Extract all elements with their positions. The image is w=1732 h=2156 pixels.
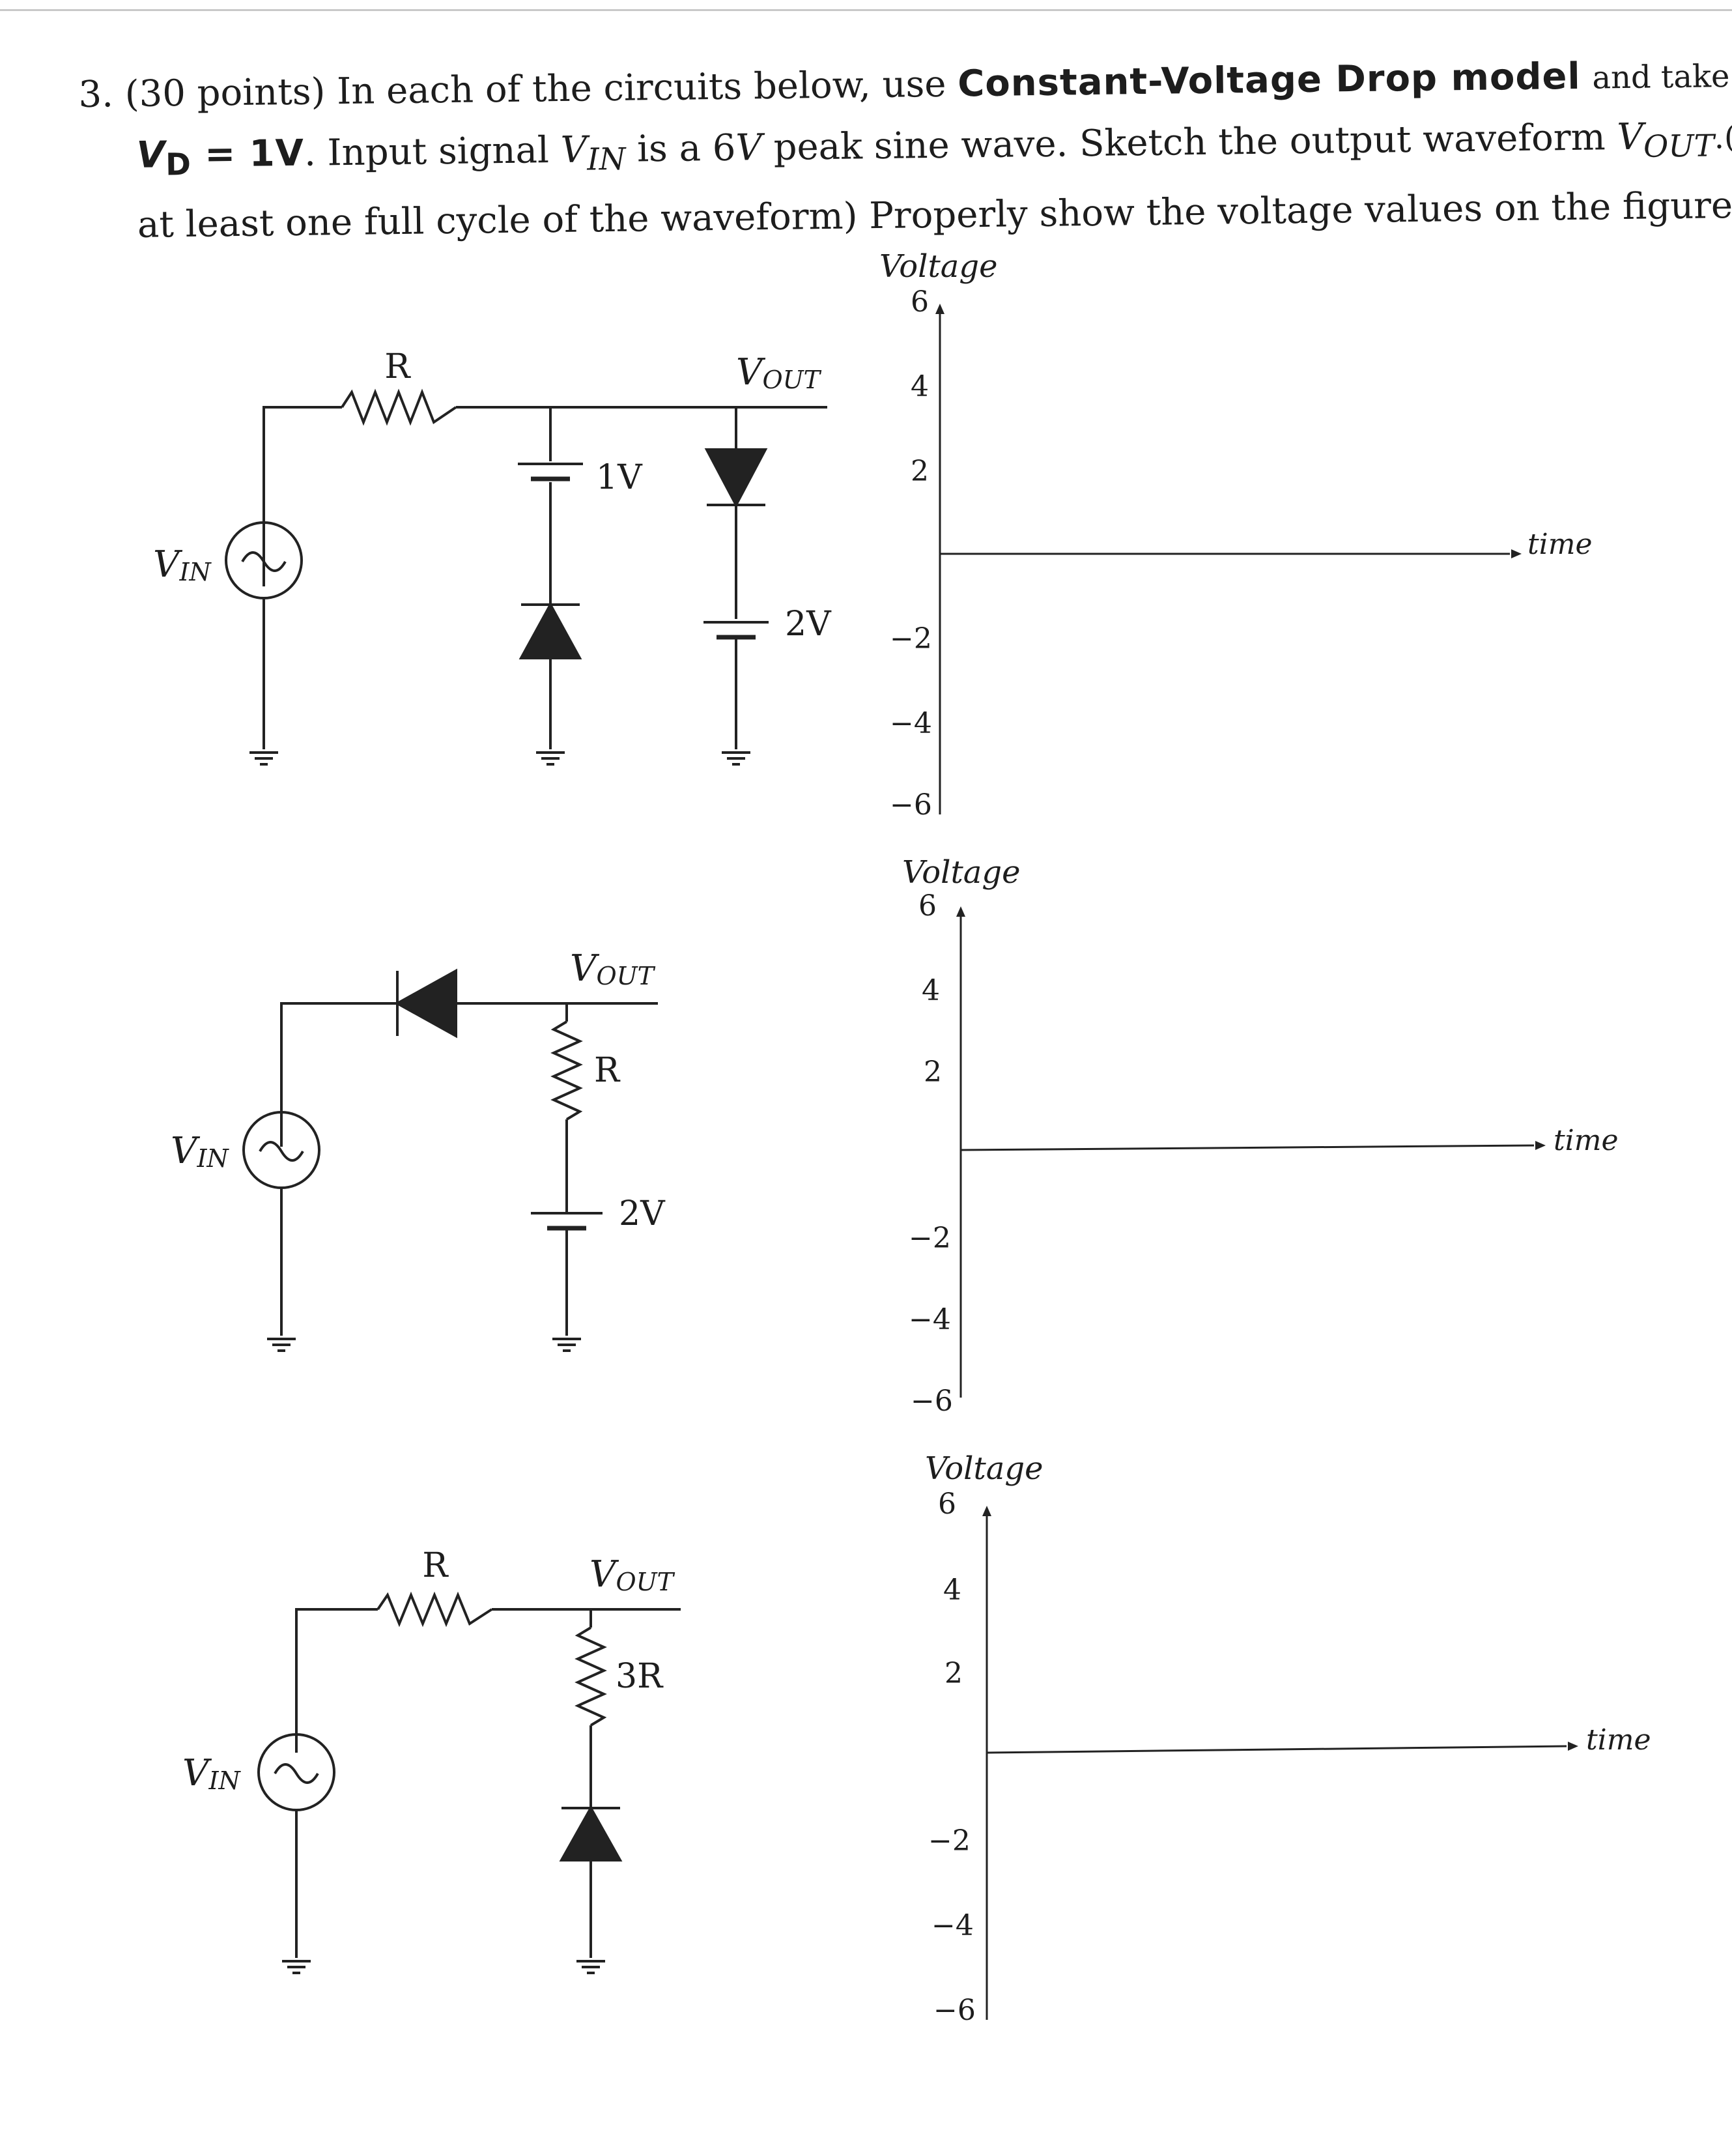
resistor bbox=[575, 1626, 607, 1727]
diode-icon bbox=[394, 968, 457, 1039]
voltage-graph-1: Voltage time 6 4 2 −2 −4 −6 bbox=[879, 248, 1593, 822]
tick-label: −6 bbox=[911, 1385, 953, 1418]
resistor-label: R bbox=[384, 347, 411, 386]
battery-label: 1V bbox=[596, 458, 643, 497]
sine-icon bbox=[274, 1763, 319, 1784]
ground-icon bbox=[266, 1338, 297, 1352]
tick-label: 2 bbox=[944, 1657, 963, 1690]
tick-label: −6 bbox=[890, 788, 932, 822]
y-axis-label: Voltage bbox=[925, 1450, 1043, 1487]
tick-label: −2 bbox=[890, 622, 932, 655]
ground-icon bbox=[281, 1960, 312, 1974]
circuit-3 bbox=[257, 1591, 681, 1974]
page-top-rule bbox=[0, 9, 1732, 11]
ground-icon bbox=[535, 751, 566, 766]
x-axis-label: time bbox=[1554, 1124, 1619, 1157]
y-axis-label: Voltage bbox=[879, 248, 998, 285]
diode-icon bbox=[559, 1805, 623, 1861]
wire bbox=[263, 406, 342, 586]
tick-label: −4 bbox=[931, 1909, 974, 1942]
arrow-icon bbox=[982, 1506, 991, 1516]
vin-label: VIN bbox=[182, 1752, 241, 1795]
sine-icon bbox=[241, 551, 287, 572]
resistor-label: 3R bbox=[616, 1657, 664, 1696]
tick-label: −4 bbox=[909, 1303, 951, 1336]
diode-icon bbox=[518, 601, 582, 659]
tick-label: 4 bbox=[922, 974, 940, 1007]
ground-icon bbox=[720, 751, 752, 766]
tick-label: 2 bbox=[911, 455, 929, 488]
vout-label: VOUT bbox=[736, 351, 822, 394]
wire bbox=[280, 1002, 397, 1147]
resistor-label: R bbox=[422, 1546, 449, 1585]
battery-label: 2V bbox=[785, 605, 832, 644]
resistor bbox=[341, 388, 457, 426]
resistor bbox=[376, 1591, 493, 1628]
tick-label: 4 bbox=[911, 370, 929, 403]
voltage-graph-2: Voltage time 6 4 2 −2 −4 −6 bbox=[902, 854, 1619, 1418]
resistor bbox=[550, 1020, 583, 1121]
tick-label: −2 bbox=[909, 1222, 951, 1255]
x-axis bbox=[986, 1745, 1567, 1754]
diode-icon bbox=[704, 448, 768, 508]
tick-label: 2 bbox=[924, 1056, 942, 1089]
circuit-2 bbox=[242, 968, 658, 1352]
ground-icon bbox=[551, 1338, 582, 1352]
arrow-icon bbox=[1511, 549, 1522, 558]
tick-label: 6 bbox=[938, 1488, 956, 1521]
circuit-1 bbox=[225, 388, 827, 766]
x-axis bbox=[960, 1144, 1535, 1151]
y-axis-label: Voltage bbox=[902, 854, 1021, 891]
tick-label: −2 bbox=[928, 1824, 971, 1858]
vin-label: VIN bbox=[171, 1130, 229, 1173]
arrow-icon bbox=[935, 304, 944, 314]
tick-label: −6 bbox=[933, 1994, 976, 2027]
vout-label: VOUT bbox=[589, 1553, 675, 1596]
battery-label: 2V bbox=[619, 1194, 666, 1233]
arrow-icon bbox=[1568, 1742, 1578, 1751]
tick-label: 6 bbox=[918, 889, 937, 923]
wire bbox=[295, 1608, 378, 1753]
x-axis-label: time bbox=[1586, 1723, 1651, 1757]
tick-label: 6 bbox=[911, 285, 929, 319]
vin-label: VIN bbox=[153, 543, 212, 586]
x-axis-label: time bbox=[1527, 528, 1593, 561]
ground-icon bbox=[575, 1960, 606, 1974]
tick-label: −4 bbox=[890, 707, 932, 740]
ground-icon bbox=[248, 751, 279, 766]
sine-icon bbox=[259, 1141, 304, 1162]
resistor-label: R bbox=[594, 1051, 621, 1090]
arrow-icon bbox=[956, 906, 965, 917]
vout-label: VOUT bbox=[570, 947, 656, 990]
voltage-graph-3: Voltage time 6 4 2 −2 −4 −6 bbox=[925, 1450, 1651, 2027]
arrow-icon bbox=[1535, 1141, 1546, 1150]
tick-label: 4 bbox=[943, 1574, 961, 1607]
